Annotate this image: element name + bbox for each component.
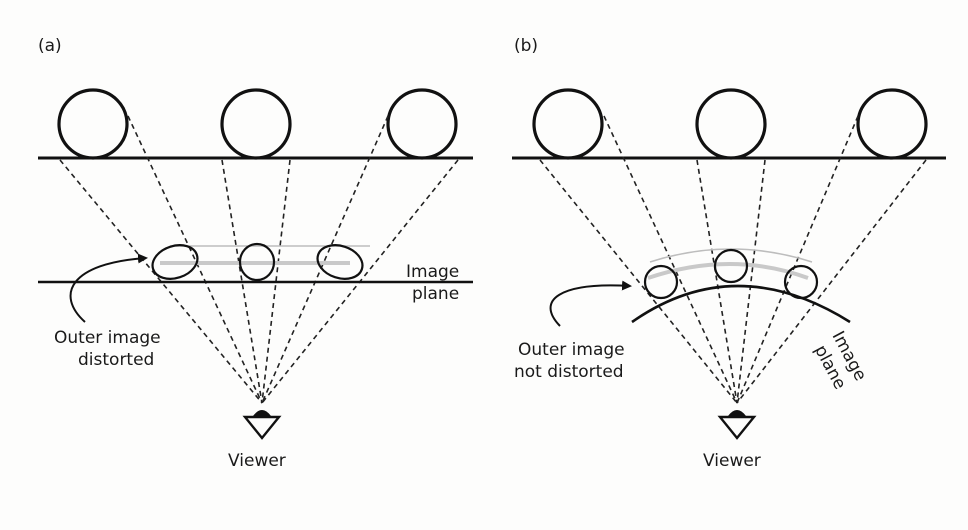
object-circle-left-b bbox=[532, 88, 604, 160]
panel-b: (b) Image plane O bbox=[512, 36, 946, 471]
object-circle-left bbox=[57, 88, 129, 160]
note-b-line1: Outer image bbox=[518, 340, 625, 360]
object-circle-center-b bbox=[695, 88, 767, 160]
projection-rays-b bbox=[539, 115, 927, 404]
image-ellipse-left bbox=[151, 244, 199, 280]
object-circle-center bbox=[220, 88, 292, 160]
panel-a: (a) Image plane Outer image bbox=[38, 36, 473, 471]
eye-icon bbox=[242, 410, 282, 440]
image-circle-left-b bbox=[643, 264, 679, 300]
note-a-line2: distorted bbox=[78, 350, 154, 370]
viewer-label-b: Viewer bbox=[703, 451, 761, 471]
viewer-label-a: Viewer bbox=[228, 451, 286, 471]
annotation-arrow-a bbox=[69, 253, 148, 323]
note-a-line1: Outer image bbox=[54, 328, 161, 348]
panel-a-tag: (a) bbox=[38, 36, 62, 56]
image-ellipse-right bbox=[316, 244, 364, 280]
curved-image-plane bbox=[631, 284, 851, 324]
eye-icon-b bbox=[717, 410, 757, 440]
object-circle-right-b bbox=[856, 88, 928, 160]
plane-label-a-line2: plane bbox=[412, 284, 459, 304]
image-circle-center bbox=[238, 242, 276, 282]
panel-b-tag: (b) bbox=[514, 36, 538, 56]
note-b-line2: not distorted bbox=[514, 362, 624, 382]
plane-label-a-line1: Image bbox=[406, 262, 459, 282]
object-circle-right bbox=[386, 88, 458, 160]
plane-label-b: Image plane bbox=[810, 328, 870, 393]
image-circle-center-b bbox=[713, 248, 749, 284]
annotation-arrow-b bbox=[549, 280, 632, 327]
